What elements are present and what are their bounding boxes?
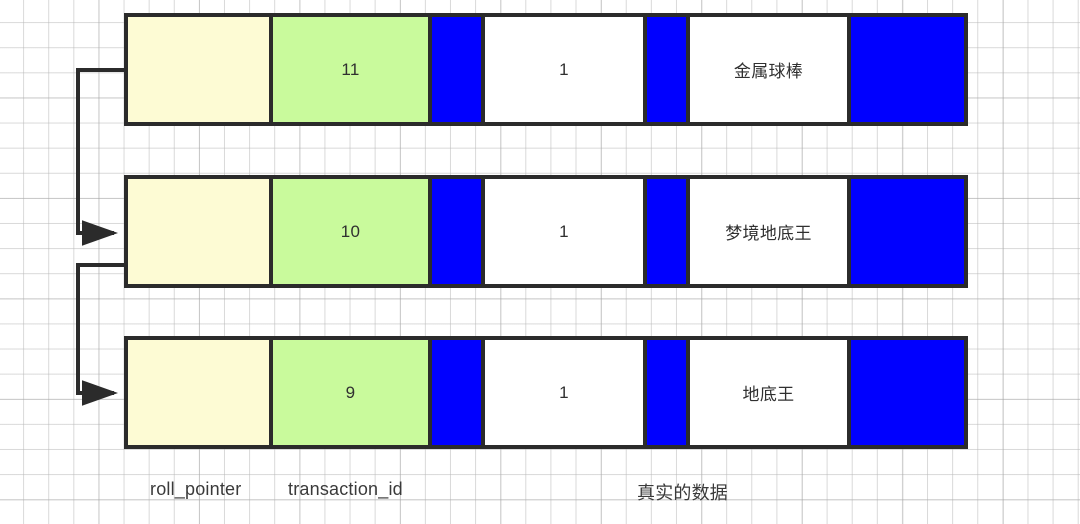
record-row-3[interactable]: 9 1 地底王 — [124, 336, 968, 449]
cell-roll-pointer-row-2[interactable] — [128, 179, 273, 284]
cell-roll-pointer-row-3[interactable] — [128, 340, 273, 445]
cell-separator-bar-1-row-3 — [432, 340, 485, 445]
cell-separator-bar-1-row-1 — [432, 17, 485, 122]
record-row-1[interactable]: 11 1 金属球棒 — [124, 13, 968, 126]
pointer-row1-to-row2 — [76, 68, 124, 246]
cell-column-1-row-2[interactable]: 1 — [485, 179, 647, 284]
pointer-row2-to-row3 — [76, 263, 124, 406]
cell-column-1-row-3[interactable]: 1 — [485, 340, 647, 445]
cell-column-2-row-3[interactable]: 地底王 — [690, 340, 851, 445]
caption-real-data: 真实的数据 — [637, 483, 728, 503]
cell-roll-pointer-row-1[interactable] — [128, 17, 273, 122]
cell-separator-bar-2-row-3 — [647, 340, 690, 445]
cell-transaction-id-row-2[interactable]: 10 — [273, 179, 432, 284]
cell-separator-bar-3-row-2 — [851, 179, 964, 284]
cell-separator-bar-3-row-3 — [851, 340, 964, 445]
cell-transaction-id-row-3[interactable]: 9 — [273, 340, 432, 445]
cell-column-1-row-1[interactable]: 1 — [485, 17, 647, 122]
cell-separator-bar-3-row-1 — [851, 17, 964, 122]
cell-transaction-id-row-1[interactable]: 11 — [273, 17, 432, 122]
caption-transaction-id: transaction_id — [288, 479, 403, 499]
cell-column-2-row-1[interactable]: 金属球棒 — [690, 17, 851, 122]
cell-column-2-row-2[interactable]: 梦境地底王 — [690, 179, 851, 284]
cell-separator-bar-2-row-1 — [647, 17, 690, 122]
cell-separator-bar-2-row-2 — [647, 179, 690, 284]
caption-roll-pointer: roll_pointer — [150, 479, 242, 499]
cell-separator-bar-1-row-2 — [432, 179, 485, 284]
record-row-2[interactable]: 10 1 梦境地底王 — [124, 175, 968, 288]
